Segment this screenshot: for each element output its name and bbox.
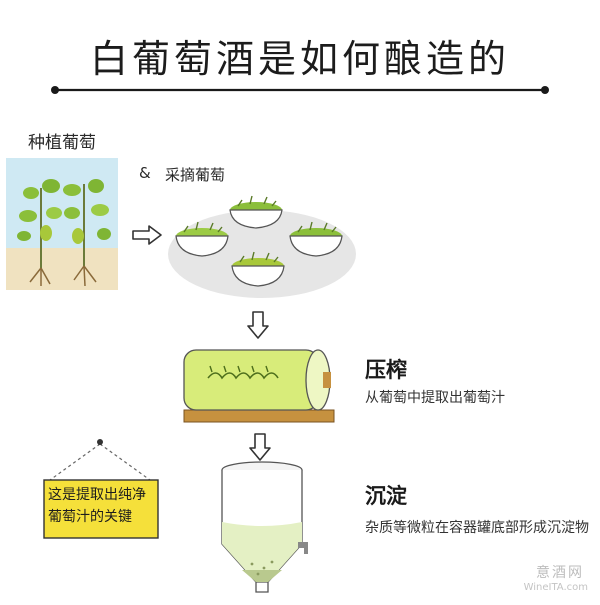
settling-tank-illustration <box>221 461 308 593</box>
page-title: 白葡萄酒是如何酿造的 <box>89 37 510 81</box>
watermark-cn: 意酒网 <box>536 565 584 581</box>
hanging-sign-illustration <box>43 439 159 539</box>
title-underline <box>51 86 549 94</box>
arrow-right-icon <box>132 225 162 245</box>
arrow-down-icon <box>249 433 271 461</box>
step-planting-label: 种植葡萄 <box>28 133 96 153</box>
step-settling-title: 沉淀 <box>365 484 407 508</box>
grape-press-illustration <box>183 349 335 423</box>
harvest-baskets-illustration <box>168 195 356 298</box>
sign-text: 这是提取出纯净葡萄汁的关键 <box>48 487 146 525</box>
step-settling-description: 杂质等微粒在容器罐底部形成沉淀物 <box>365 520 589 536</box>
ampersand-connector: & <box>139 164 151 182</box>
step-pressing-description: 从葡萄中提取出葡萄汁 <box>365 390 505 406</box>
watermark-en: WineITA.com <box>523 582 588 593</box>
step-pressing-title: 压榨 <box>365 358 407 382</box>
vineyard-illustration <box>6 158 118 290</box>
arrow-down-icon <box>247 311 269 339</box>
step-picking-label: 采摘葡萄 <box>165 166 226 184</box>
